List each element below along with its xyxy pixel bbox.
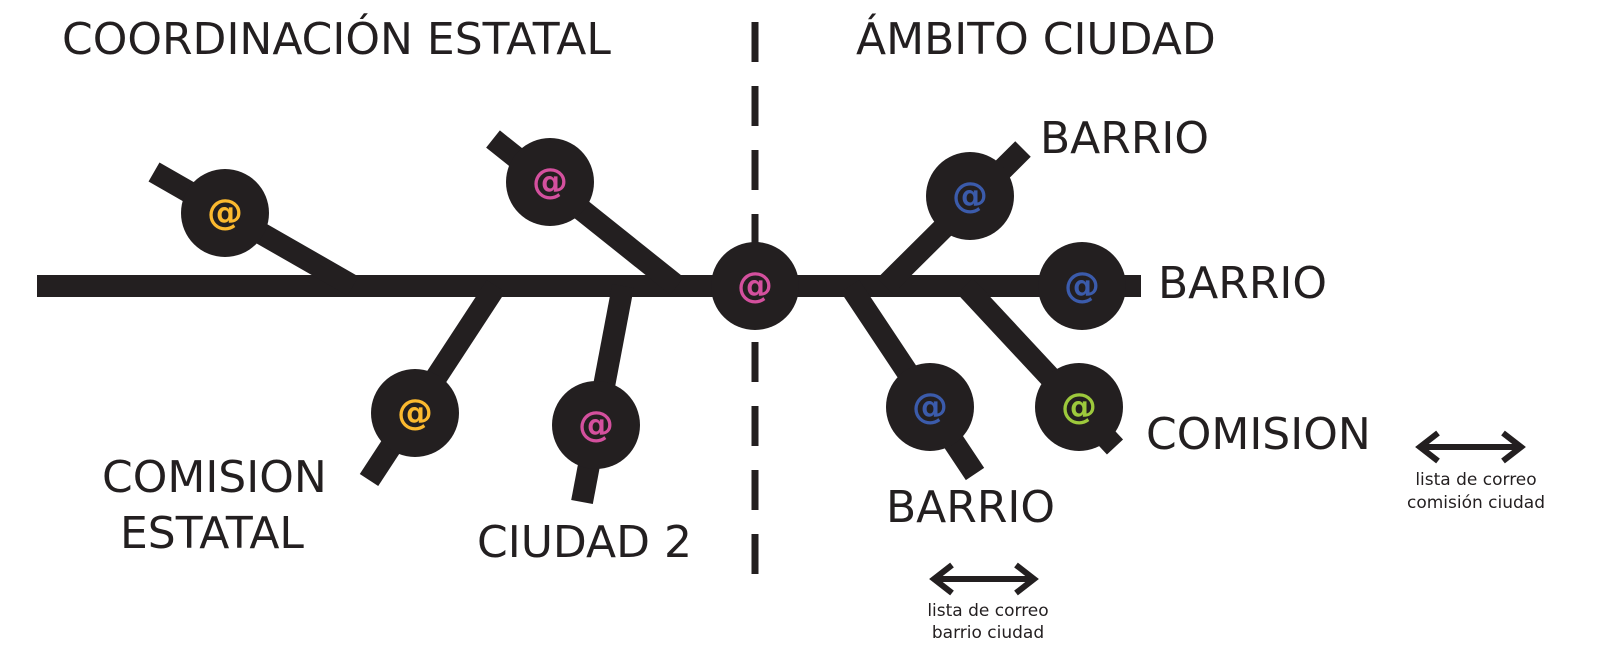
label-barrio-bottom: BARRIO: [886, 482, 1055, 533]
at-icon: @: [912, 387, 948, 428]
node-magenta-lower: @: [552, 381, 640, 469]
node-blue-barrio-bottom: @: [886, 363, 974, 451]
legend-comision-line2: comisión ciudad: [1407, 493, 1545, 513]
title-coordinacion-estatal: COORDINACIÓN ESTATAL: [62, 12, 611, 65]
node-magenta-upper: @: [506, 138, 594, 226]
legend-barrio-line1: lista de correo: [927, 601, 1048, 621]
at-icon: @: [952, 176, 988, 217]
double-arrow-barrio-icon: [929, 562, 1039, 596]
node-magenta-center: @: [711, 242, 799, 330]
node-green-comision: @: [1035, 363, 1123, 451]
at-icon: @: [397, 393, 433, 434]
title-ambito-ciudad: ÁMBITO CIUDAD: [856, 12, 1216, 65]
label-comision: COMISION: [1146, 409, 1371, 460]
label-barrio-mid: BARRIO: [1158, 258, 1327, 309]
label-ciudad-2: CIUDAD 2: [477, 517, 692, 568]
at-icon: @: [737, 266, 773, 307]
label-comision-estatal-line2: ESTATAL: [120, 508, 304, 559]
at-icon: @: [1064, 266, 1100, 307]
node-yellow-lower: @: [371, 369, 459, 457]
at-icon: @: [578, 405, 614, 446]
node-blue-barrio-top: @: [926, 152, 1014, 240]
at-icon: @: [207, 193, 243, 234]
label-comision-estatal-line1: COMISION: [102, 452, 327, 503]
at-icon: @: [1061, 387, 1097, 428]
legend-barrio-line2: barrio ciudad: [932, 623, 1044, 643]
legend-comision-line1: lista de correo: [1415, 470, 1536, 490]
node-blue-barrio-mid: @: [1038, 242, 1126, 330]
node-yellow-upper: @: [181, 169, 269, 257]
label-barrio-top: BARRIO: [1040, 113, 1209, 164]
double-arrow-comision-icon: [1415, 430, 1526, 464]
at-icon: @: [532, 162, 568, 203]
